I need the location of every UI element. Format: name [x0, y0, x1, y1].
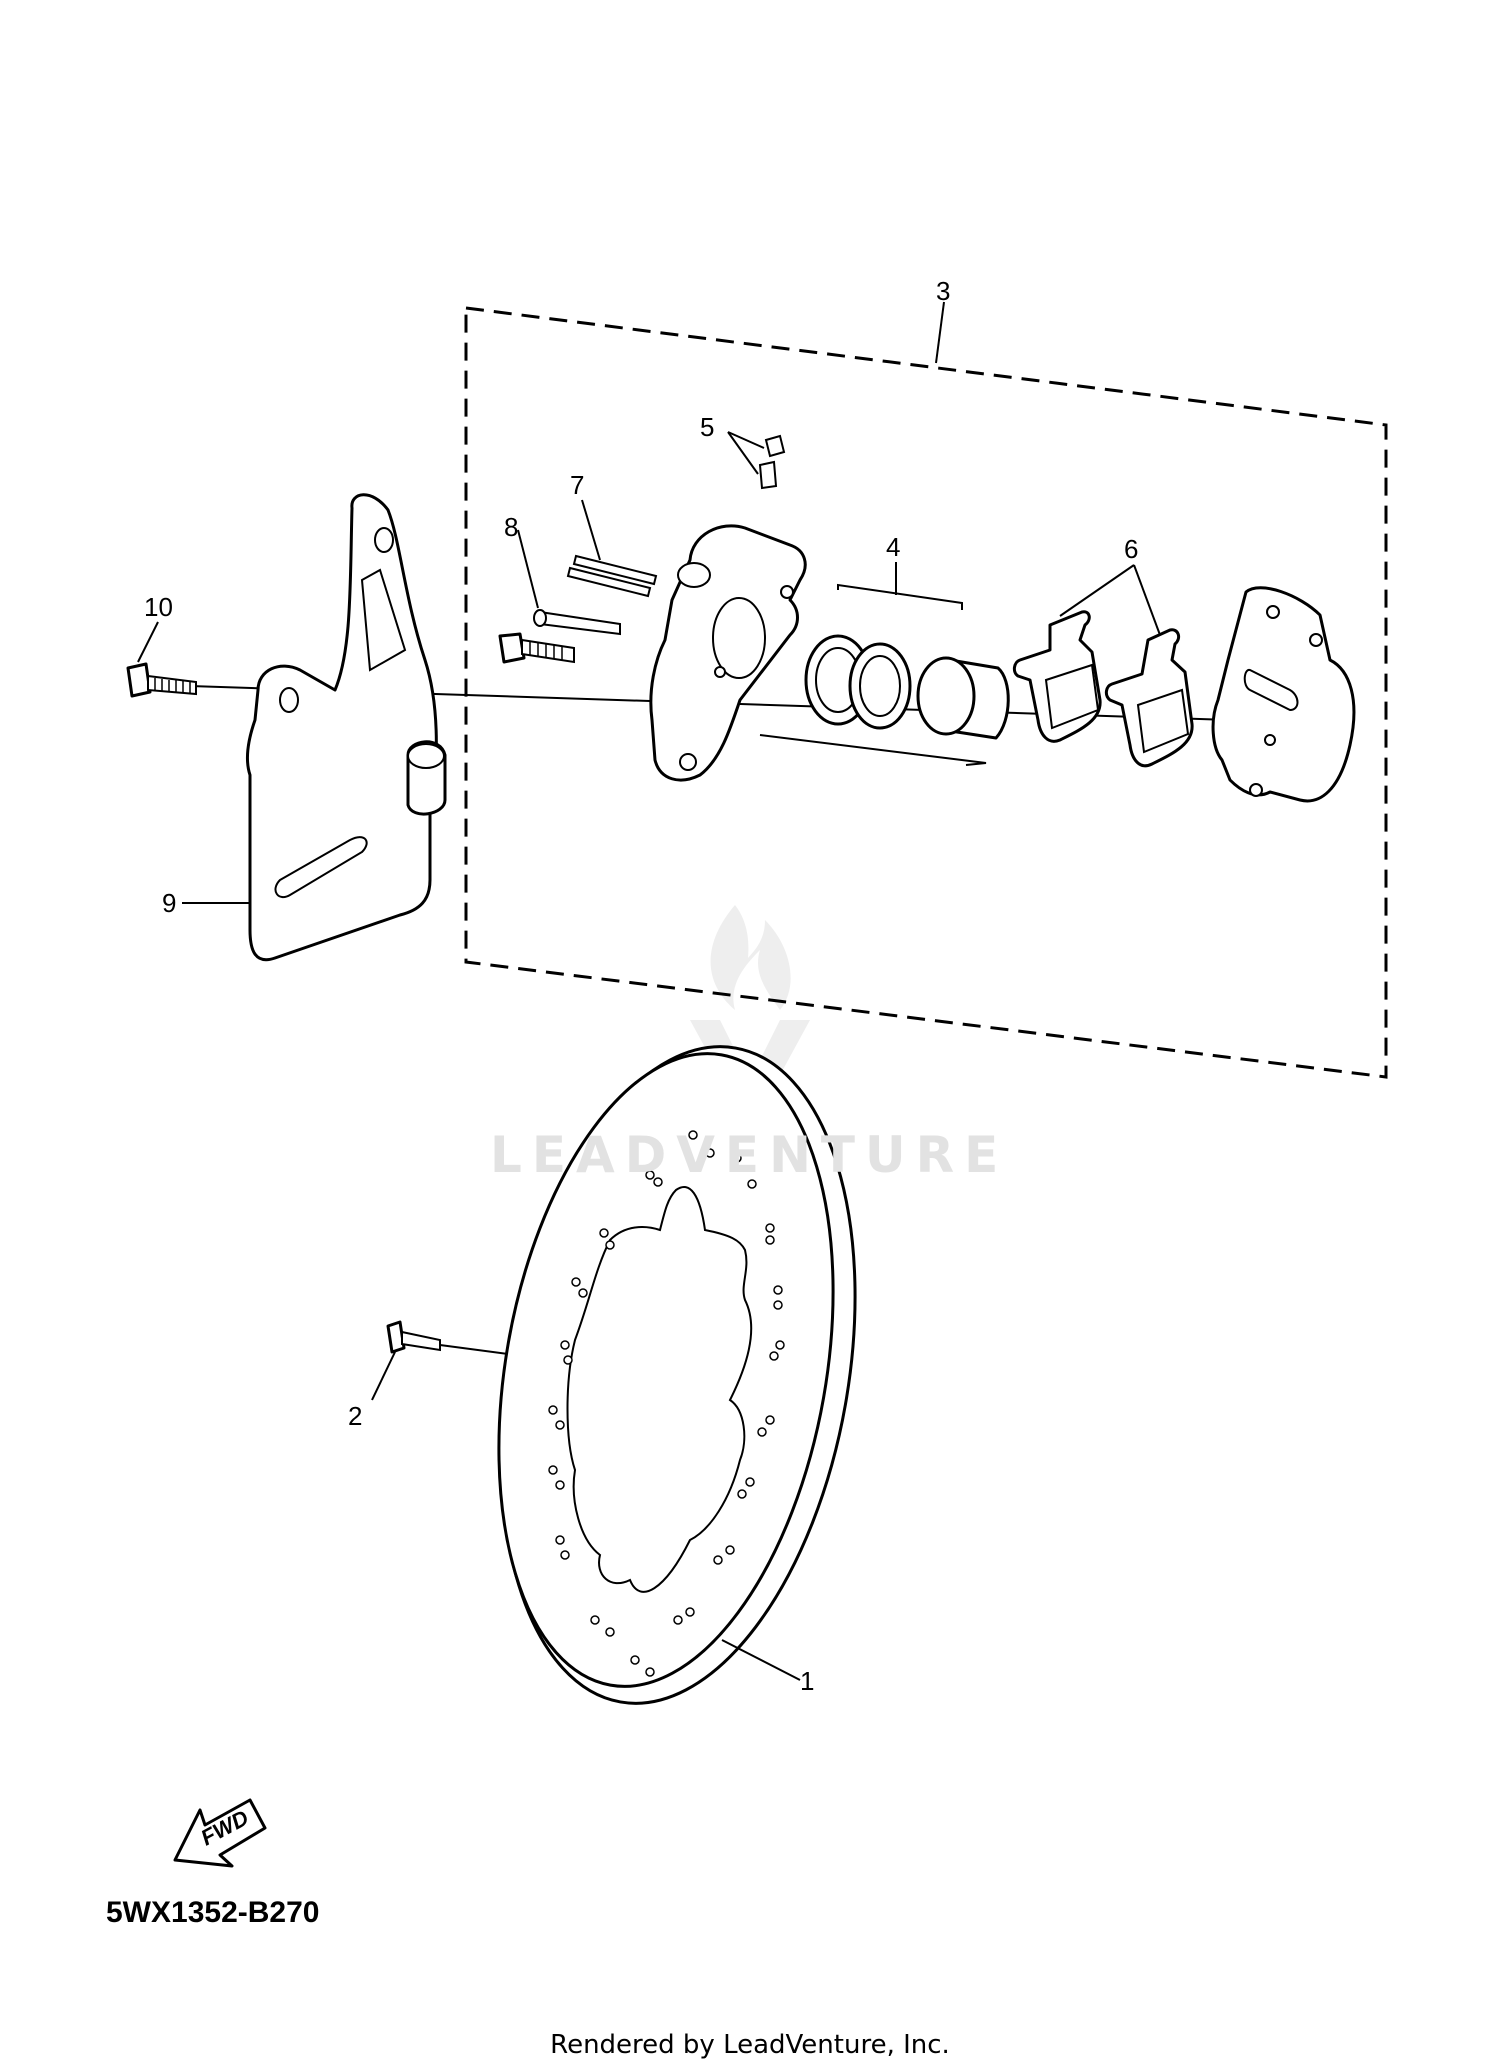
piston-seals: [804, 634, 912, 730]
bracket-bolt: [126, 662, 197, 698]
callout-leader-5b: [727, 431, 759, 475]
callout-10: 10: [144, 592, 173, 622]
callout-leader-5a: [727, 431, 765, 449]
pad-pin-clips: [566, 554, 658, 598]
callout-leader-8: [517, 529, 539, 609]
callout-9: 9: [162, 888, 176, 918]
brake-pads: [1012, 610, 1194, 768]
callout-5: 5: [700, 412, 714, 442]
caliper-bracket: [246, 493, 447, 962]
callout-leader-7: [581, 499, 601, 561]
fwd-arrow-icon: FWD: [173, 1798, 267, 1868]
seal-axis-bracket: [759, 734, 987, 766]
watermark-text: LEADVENTURE: [490, 1126, 1009, 1184]
callout-leader-6a: [1059, 564, 1135, 617]
caliper-piston: [916, 656, 1010, 740]
callout-8: 8: [504, 512, 518, 542]
caliper-outer-half: [1211, 586, 1356, 803]
callout-2: 2: [348, 1401, 362, 1431]
callout-leader-3: [935, 301, 945, 364]
brake-disc: [497, 1045, 857, 1705]
bleed-screw: [758, 434, 786, 490]
callout-leader-10: [137, 621, 159, 663]
callout-4: 4: [886, 532, 900, 562]
callout-6: 6: [1124, 534, 1138, 564]
disc-bolt: [386, 1320, 441, 1354]
callout-leader-1: [721, 1639, 801, 1681]
diagram-code: 5WX1352-B270: [106, 1896, 320, 1929]
callout-1: 1: [800, 1666, 814, 1696]
caliper-pins: [498, 609, 621, 664]
callout-3: 3: [936, 276, 950, 306]
callout-bracket-4: [837, 583, 963, 610]
callout-7: 7: [570, 470, 584, 500]
callout-leader-2: [371, 1351, 396, 1401]
caliper-assembly-boundary: [464, 306, 1388, 1079]
callout-leader-6b: [1133, 564, 1161, 636]
disc-holes: [548, 1130, 785, 1677]
render-credit: Rendered by LeadVenture, Inc.: [550, 2030, 950, 2060]
caliper-body: [649, 524, 807, 782]
